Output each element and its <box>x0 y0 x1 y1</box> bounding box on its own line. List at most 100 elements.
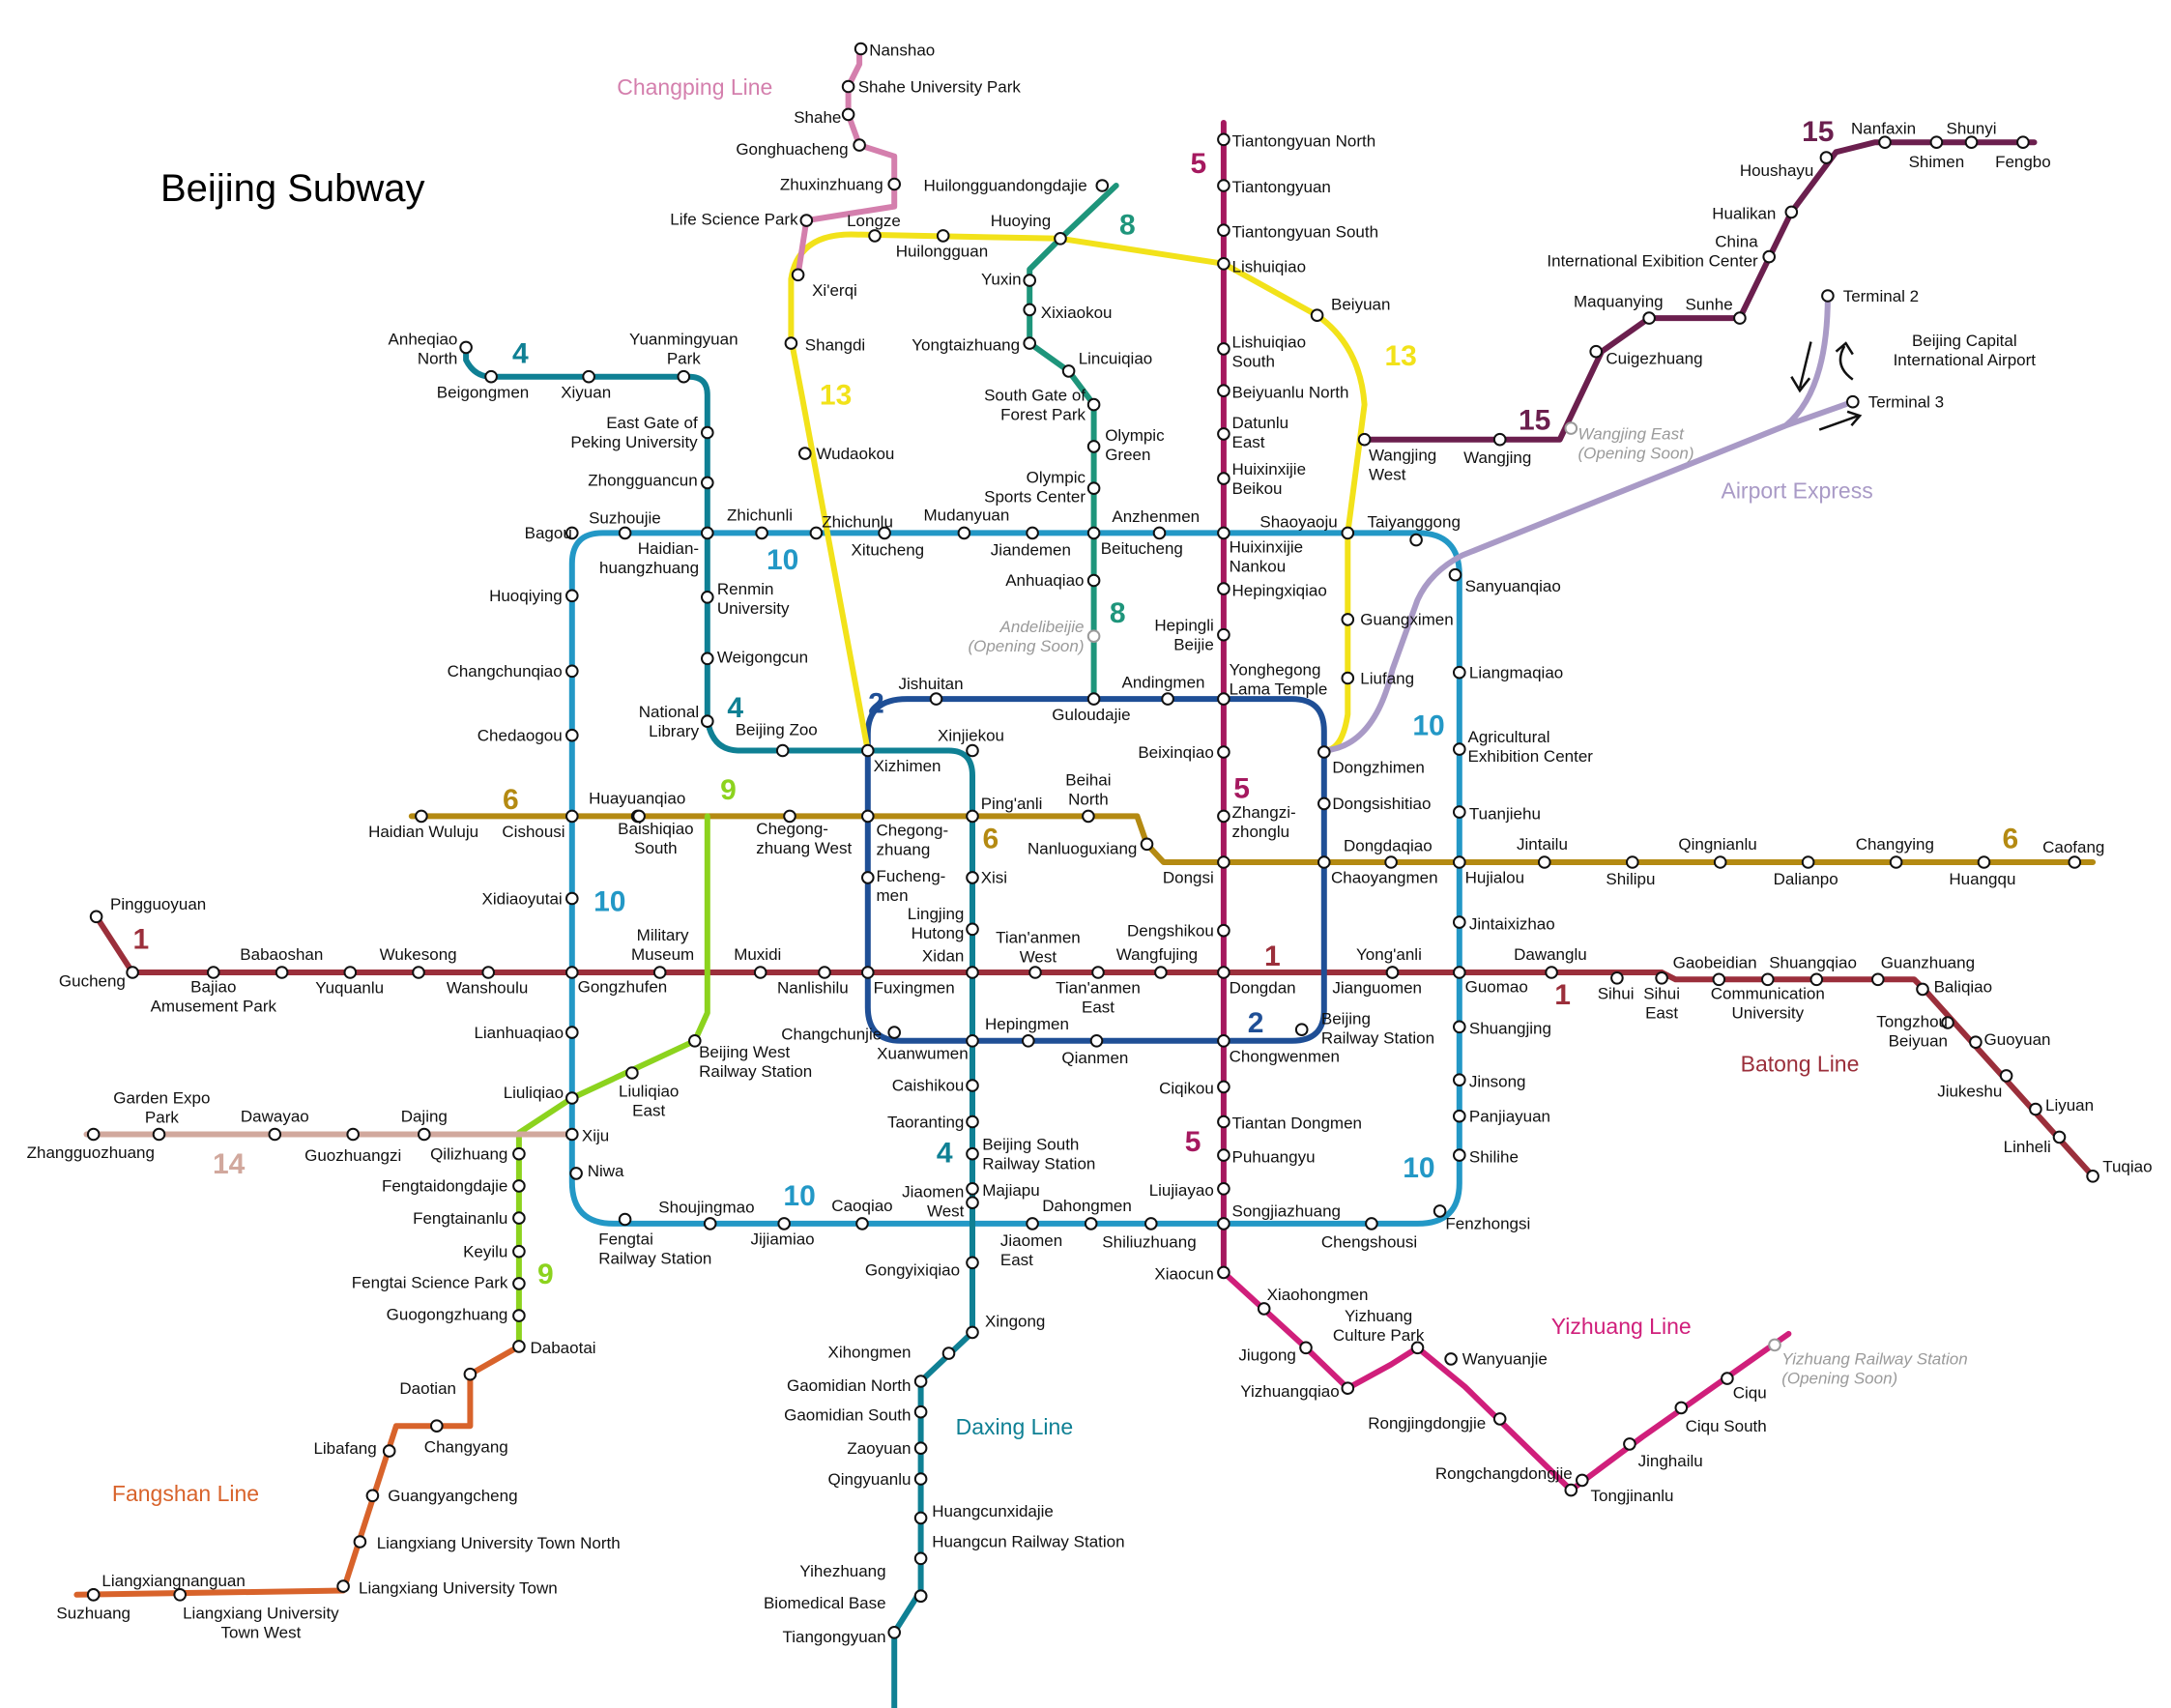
station-shangdi[interactable] <box>784 336 798 350</box>
station-dabaotai[interactable] <box>512 1340 526 1353</box>
station-pingguoyuan[interactable] <box>89 910 103 924</box>
station-beihai_north[interactable] <box>1082 809 1095 824</box>
station-andingmen[interactable] <box>1161 692 1174 706</box>
station-mudanyuan[interactable] <box>957 526 971 540</box>
station-fuxingmen[interactable] <box>861 966 875 979</box>
station-shilihe[interactable] <box>1453 1148 1466 1162</box>
station-xiaocun[interactable] <box>1217 1265 1230 1280</box>
station-dengshikou[interactable] <box>1217 923 1230 938</box>
station-chedaogou[interactable] <box>565 728 579 742</box>
station-weigongcun[interactable] <box>701 651 714 666</box>
station-nanshao[interactable] <box>854 42 868 56</box>
station-south_gate_forest_park[interactable] <box>1086 397 1101 412</box>
station-liuliqiao[interactable] <box>565 1091 579 1105</box>
station-xizhimen[interactable] <box>861 743 875 758</box>
station-dawanglu[interactable] <box>1545 966 1558 979</box>
station-zhangzizhonglu[interactable] <box>1217 809 1230 824</box>
station-anzhenmen[interactable] <box>1152 526 1167 540</box>
station-guanzhuang[interactable] <box>1871 972 1885 987</box>
station-baishiqiao_south[interactable] <box>632 809 646 824</box>
station-caoqiao[interactable] <box>855 1217 869 1230</box>
station-china_intl_exhibition[interactable] <box>1762 249 1776 264</box>
station-fenzhongsi[interactable] <box>1433 1204 1447 1218</box>
station-wudaokou[interactable] <box>798 447 812 460</box>
station-andelibeijie[interactable] <box>1086 629 1101 644</box>
station-maquanying[interactable] <box>1642 311 1656 325</box>
station-wangjing_west[interactable] <box>1357 432 1372 447</box>
station-wukesong[interactable] <box>412 966 425 979</box>
station-gongzhufen[interactable] <box>565 966 579 979</box>
station-haidian_wuluju[interactable] <box>415 809 428 824</box>
station-sihui[interactable] <box>1610 971 1624 985</box>
station-liuliqiao_east[interactable] <box>625 1066 639 1080</box>
station-xisi[interactable] <box>966 871 979 884</box>
station-beiyuanlu_north[interactable] <box>1217 384 1230 398</box>
station-ciqu[interactable] <box>1721 1372 1734 1385</box>
station-yizhuangqiao[interactable] <box>1341 1381 1355 1395</box>
station-biomedical_base[interactable] <box>913 1589 928 1603</box>
station-tiantongyuan[interactable] <box>1217 179 1230 192</box>
station-fengtainanlu[interactable] <box>512 1211 526 1225</box>
station-beijing_railway_station[interactable] <box>1294 1023 1309 1036</box>
station-gongyixiqiao[interactable] <box>966 1256 979 1270</box>
station-wangfujing[interactable] <box>1154 966 1168 979</box>
station-xinjiekou[interactable] <box>966 743 979 758</box>
station-jishuitan[interactable] <box>929 692 943 706</box>
station-jijiamiao[interactable] <box>777 1217 792 1230</box>
station-lianhuaqiao[interactable] <box>565 1026 579 1039</box>
station-beijing_south[interactable] <box>966 1146 979 1161</box>
station-anheqiao_north[interactable] <box>459 340 473 355</box>
station-beitucheng[interactable] <box>1086 526 1101 540</box>
station-guangximen[interactable] <box>1341 613 1355 626</box>
station-tiananmen_east[interactable] <box>1091 966 1105 979</box>
station-liangxiang_univ_north[interactable] <box>353 1535 367 1549</box>
station-liujiayao[interactable] <box>1217 1182 1230 1196</box>
station-yuanmingyuan[interactable] <box>677 369 691 384</box>
station-chegongzhuang_west[interactable] <box>783 809 796 824</box>
station-caofang[interactable] <box>2068 855 2082 869</box>
station-huangcun_rail[interactable] <box>913 1551 928 1566</box>
station-zhichunlu[interactable] <box>809 526 824 540</box>
station-huoying[interactable] <box>1054 232 1067 246</box>
station-dalianpo[interactable] <box>1801 855 1815 869</box>
station-shuangqiao[interactable] <box>1809 972 1824 987</box>
station-suzhoujie[interactable] <box>618 526 632 540</box>
station-haidianhuangzhuang[interactable] <box>701 526 714 540</box>
station-datunlu_east[interactable] <box>1217 427 1230 441</box>
station-suzhuang[interactable] <box>86 1588 101 1602</box>
station-gaomidian_south[interactable] <box>913 1404 928 1419</box>
station-zhichunli[interactable] <box>755 526 768 540</box>
station-olympic_green[interactable] <box>1086 440 1101 453</box>
station-east_gate_pku[interactable] <box>701 425 714 440</box>
station-changchunjie[interactable] <box>887 1026 902 1039</box>
station-life_science_park[interactable] <box>799 214 814 227</box>
station-dawayao[interactable] <box>268 1127 282 1142</box>
station-nanluoguxiang[interactable] <box>1140 837 1154 852</box>
station-rongchangdongjie[interactable] <box>1576 1473 1589 1488</box>
station-huixinxijie_beikou[interactable] <box>1217 472 1230 485</box>
station-tongjinanlu[interactable] <box>1564 1483 1578 1497</box>
station-bajiao[interactable] <box>207 966 220 979</box>
station-nanlishilu[interactable] <box>818 966 831 979</box>
station-xiyuan[interactable] <box>582 369 595 384</box>
station-tuanjiehu[interactable] <box>1453 805 1466 819</box>
station-yizhuang_culture_park[interactable] <box>1410 1341 1425 1355</box>
station-yonghegong[interactable] <box>1217 692 1230 706</box>
station-terminal-3[interactable] <box>1846 394 1860 409</box>
station-xitucheng[interactable] <box>878 526 891 540</box>
station-sanyuanqiao[interactable] <box>1448 567 1462 582</box>
station-zhangguozhuang[interactable] <box>86 1127 101 1142</box>
station-shunyi[interactable] <box>1964 135 1979 149</box>
station-dongsi[interactable] <box>1217 855 1230 869</box>
station-xierqi[interactable] <box>791 268 805 282</box>
station-wanshoulu[interactable] <box>481 966 496 979</box>
station-tongzhou_beiyuan[interactable] <box>1941 1016 1954 1029</box>
station-jinsong[interactable] <box>1453 1073 1466 1086</box>
station-niwa[interactable] <box>569 1167 583 1180</box>
station-guogongzhuang[interactable] <box>512 1309 526 1322</box>
station-panjiayuan[interactable] <box>1453 1109 1466 1123</box>
station-jintailu[interactable] <box>1538 855 1551 869</box>
station-jinghailu[interactable] <box>1623 1437 1636 1451</box>
station-beijing_west[interactable] <box>688 1034 702 1048</box>
station-liangmaqiao[interactable] <box>1453 665 1466 680</box>
